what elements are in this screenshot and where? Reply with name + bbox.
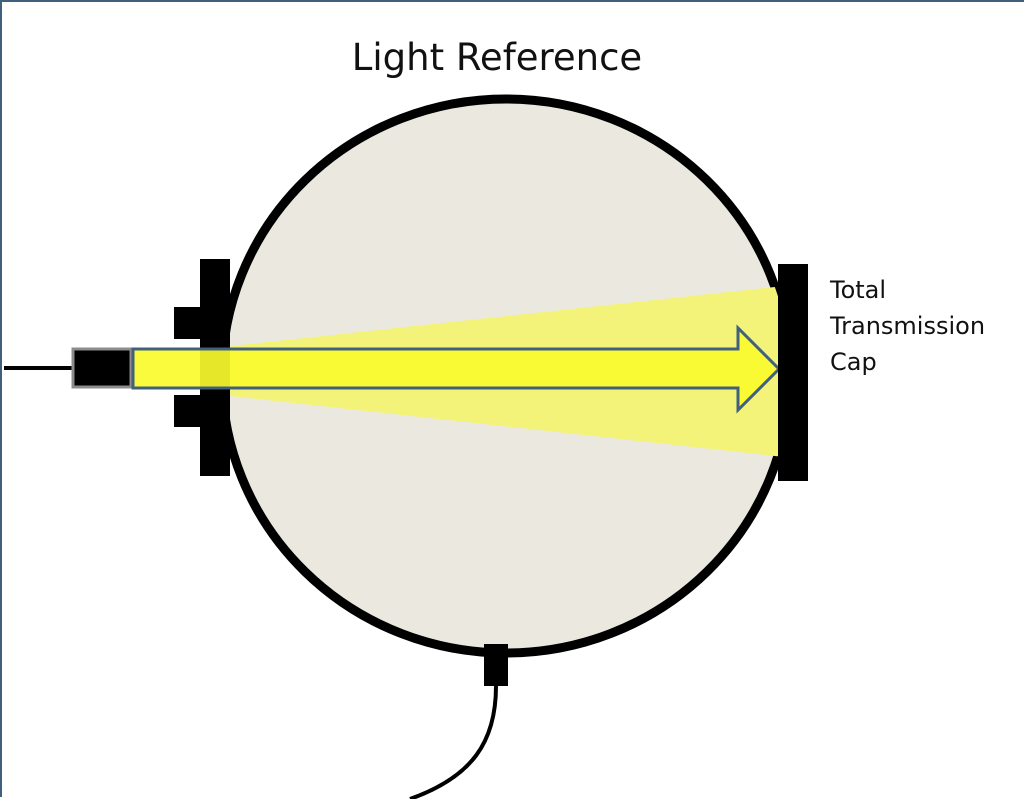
cap-label-line-1: Total <box>830 276 887 304</box>
diagram-title: Light Reference <box>351 36 643 79</box>
lower-mount-knob <box>174 395 202 427</box>
upper-mount-knob <box>174 307 202 339</box>
beam-arrow <box>131 324 782 414</box>
light-source-connector <box>71 347 133 389</box>
detector-port <box>484 644 508 686</box>
cap-label: Total Transmission Cap <box>830 272 985 380</box>
cap-label-line-3: Cap <box>830 348 877 376</box>
detector-cable <box>409 685 498 799</box>
total-transmission-cap <box>778 264 808 481</box>
cap-label-line-2: Transmission <box>830 312 986 340</box>
